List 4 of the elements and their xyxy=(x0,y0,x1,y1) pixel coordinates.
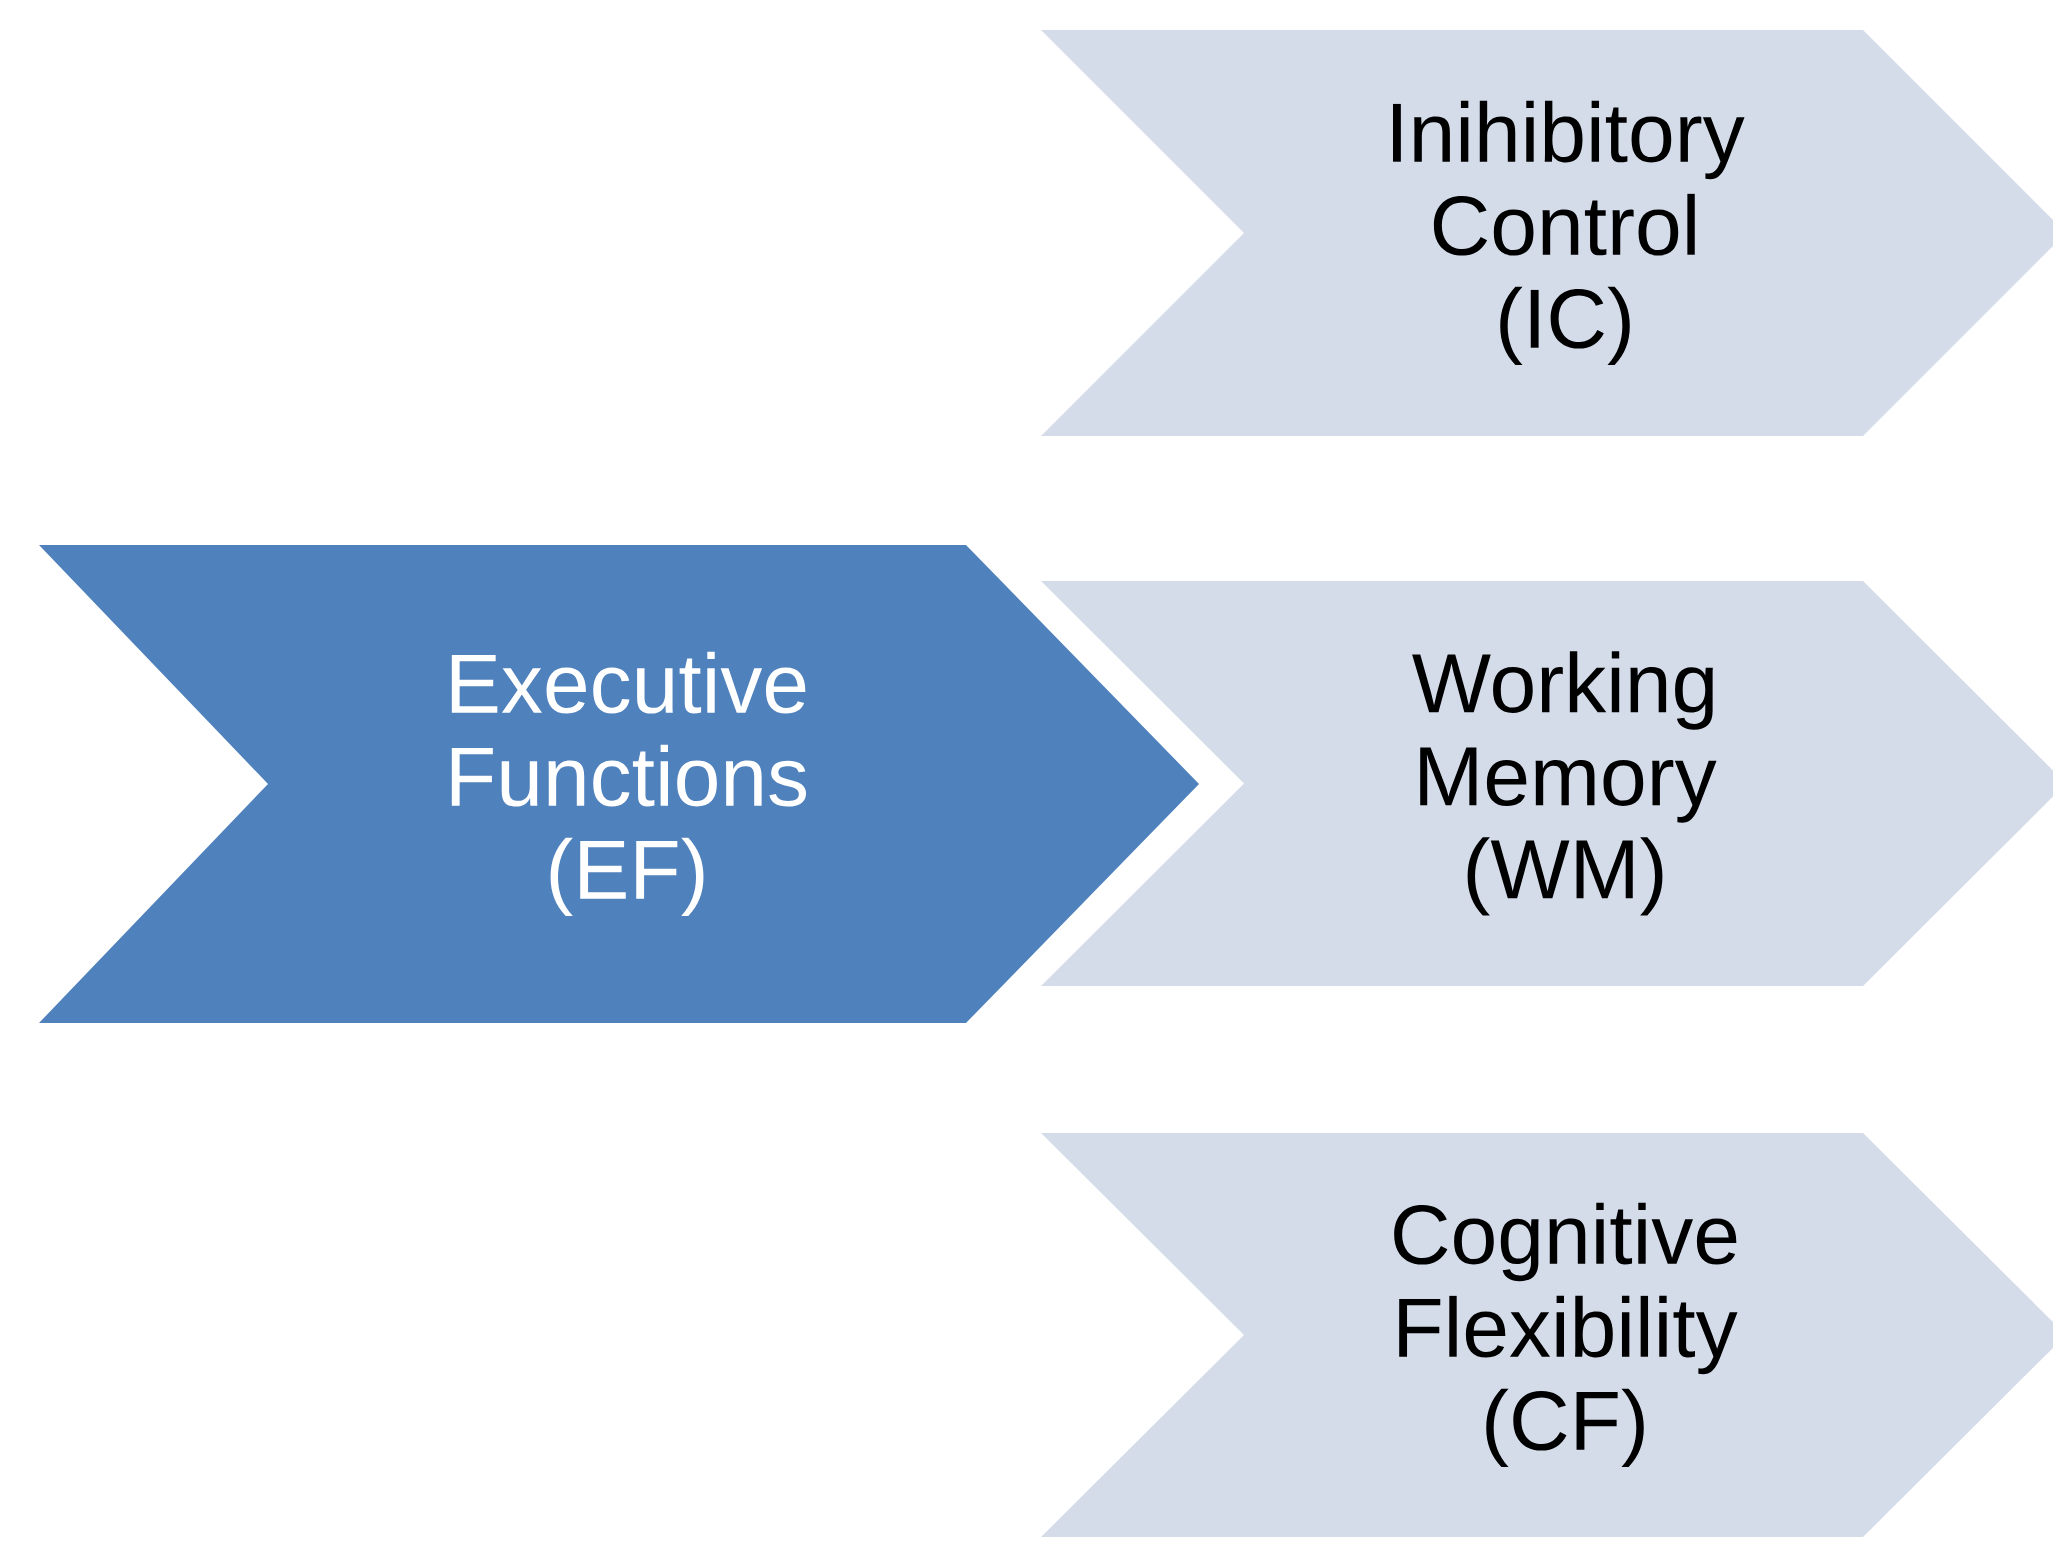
chevron-box: Working Memory (WM) xyxy=(1041,581,2053,986)
chevron-box: Executive Functions (EF) xyxy=(39,545,1199,1023)
chevron-box: Cognitive Flexibility (CF) xyxy=(1041,1133,2053,1537)
chevron-box: Inihibitory Control (IC) xyxy=(1041,30,2053,436)
